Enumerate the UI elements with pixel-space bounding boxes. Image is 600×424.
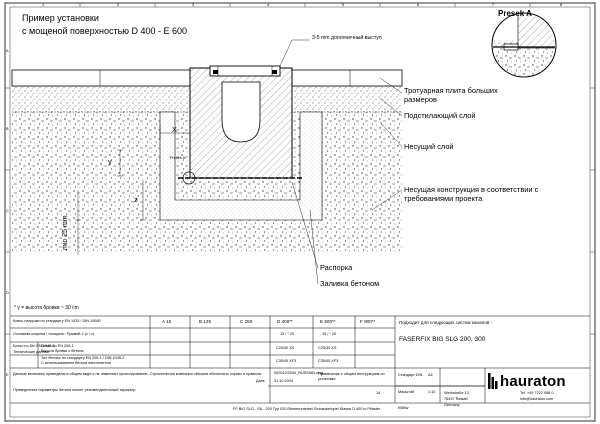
hauraton-logo-icon <box>488 373 498 389</box>
address-line2: 76437 Rastatt <box>444 397 468 401</box>
dim-min-25: min 25 mm <box>62 215 69 250</box>
class-d400: D 400** <box>277 319 293 324</box>
scale-label: Масштаб <box>398 390 415 394</box>
class-a15: A 15 <box>162 319 172 324</box>
channel-grate <box>209 65 281 77</box>
label-structure: Несущая конструкция в соответствии с тре… <box>404 185 539 204</box>
grid-col-1: 1 <box>42 3 45 7</box>
grid-row-e: E <box>6 373 9 377</box>
presek-a-marker <box>182 171 196 185</box>
grid-row-b: B <box>6 127 9 131</box>
class-b125: B 125 <box>199 319 212 324</box>
class-e600: E 600** <box>320 319 336 324</box>
address-line1: Werkstraße 13 <box>444 391 469 395</box>
standard-value: A4 <box>428 373 433 377</box>
drawing-number: 000012/2004_RUSSIAN.dwg <box>274 371 324 375</box>
grid-row-c: C <box>6 209 9 213</box>
data-table-lines <box>10 315 590 404</box>
label-sub-layer: Подстилающий слой <box>404 111 476 120</box>
label-paving-slab: Тротуарная плита больших размеров <box>404 86 498 105</box>
table-header-label: Класс нагрузки по стандарту EN 1433 / DI… <box>13 319 101 323</box>
row4-sub: С использованием бетона наполнителя <box>41 361 111 365</box>
systems-value: FASERFIX BIG SLG 200, 300 <box>399 336 486 343</box>
row3-e600: C25/30 XS <box>318 346 337 350</box>
company-phone: Tel. +49 7222 958 0 <box>520 391 554 395</box>
grid-col-7: 7 <box>492 3 495 7</box>
label-load-layer: Несущий слой <box>404 142 454 151</box>
row4-e600: C35/45 XF3 <box>318 359 339 363</box>
page-number: 14 <box>376 391 381 395</box>
dim-z: z <box>134 195 138 204</box>
grid-col-6: 6 <box>417 3 420 7</box>
row3-d400: C25/30 XS <box>276 346 295 350</box>
drawing-description: Примечание к общим инструкциям по устано… <box>318 372 385 381</box>
row2-label: Основная ширина / толщина / Прямой 2 (x … <box>13 332 95 336</box>
row2-e600: 15 / * 20 <box>322 332 337 336</box>
company-email: info@hauraton.com <box>520 397 554 401</box>
row4-d400: C35/45 XF3 <box>276 359 297 363</box>
company-logo-text: hauraton <box>500 373 566 390</box>
lang-code: EBBw <box>398 406 409 410</box>
grid-row-a: A <box>6 49 9 53</box>
standard-label: Стандарт DIN <box>398 373 423 377</box>
footnote: * y = высота бровки ~ 30 cm <box>14 305 79 311</box>
row2-d400: 15 / * 20 <box>280 332 295 336</box>
paving-slab-left <box>11 69 191 87</box>
table-notes: Данные величины приведены в общем виде и… <box>13 372 262 376</box>
grid-ticks <box>5 3 595 335</box>
paving-slab-right <box>291 69 403 87</box>
label-presek-a-small: Presek A <box>170 156 186 160</box>
address-line3: Germany <box>444 403 460 407</box>
row3-label: Бетон по EN 206-1 <box>41 344 74 348</box>
dim-y: y <box>108 157 112 166</box>
class-f900: F 900** <box>360 319 376 324</box>
date-value: 31.10.2004 <box>274 379 294 383</box>
presek-a-detail-title: Presek A <box>498 9 532 18</box>
label-concrete-fill: Заливка бетоном <box>320 279 380 288</box>
label-brace: Распорка <box>320 263 353 272</box>
date-label: Дата: <box>256 379 266 383</box>
grid-col-2: 2 <box>117 3 120 7</box>
table-notes2: Приведенные параметры бетона имеют реком… <box>13 388 137 392</box>
side-label2: Технические данные <box>13 350 50 354</box>
label-protrusion: 3-5 mm дополнечный выступ <box>312 35 382 41</box>
sheet-inner-frame <box>9 6 591 418</box>
grid-row-d: D <box>6 291 9 295</box>
channel-inner <box>221 81 261 143</box>
drawing-title-line1: Пример установки <box>22 13 99 23</box>
grid-col-4: 4 <box>267 3 270 7</box>
concrete-haunch <box>159 111 323 221</box>
drawing-title-line2: с мощеной поверхностью D 400 - E 600 <box>22 26 188 36</box>
scale-value: 1:10 <box>428 390 436 394</box>
footer-description: FF BIG SLG - SA - 200 Typ 020 Rinnenunte… <box>233 407 381 411</box>
grid-col-3: 3 <box>192 3 195 7</box>
row4-label: Тип бетона по стандарту EN 206-1 / DIN 1… <box>41 356 125 360</box>
grid-col-5: 5 <box>342 3 345 7</box>
sheet-frame <box>4 2 596 422</box>
grid-col-8: 8 <box>560 3 563 7</box>
row3-sub: Высота бровки с бетона <box>41 349 84 353</box>
systems-label: Подходит для следующих систем каналов : <box>399 320 492 325</box>
class-c250: C 250 <box>240 319 253 324</box>
dim-x: X <box>172 125 177 134</box>
side-label: Бетон по Din EN 1045-2 <box>13 344 55 348</box>
